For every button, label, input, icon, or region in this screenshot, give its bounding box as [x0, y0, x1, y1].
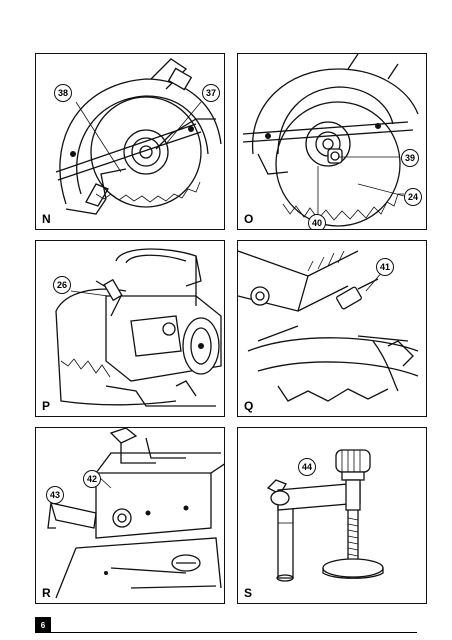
figure-panel-n: 38 37 N	[35, 53, 225, 230]
callout-38: 38	[54, 84, 72, 102]
panel-label-s: S	[244, 586, 253, 600]
figure-panel-s: 44 S	[237, 427, 427, 604]
saw-blade-removal-illustration	[242, 54, 419, 227]
callout-41: 41	[376, 258, 394, 276]
callout-40: 40	[308, 214, 326, 229]
footer-rule	[35, 632, 417, 633]
depth-adjust-screw-illustration	[238, 250, 419, 402]
fence-lever-illustration	[47, 428, 224, 599]
panel-label-o: O	[244, 212, 254, 226]
callout-39: 39	[401, 149, 419, 167]
panel-label-q: Q	[244, 399, 254, 413]
callout-24: 24	[404, 188, 422, 206]
figure-panel-p: 26 P	[35, 240, 225, 417]
callout-44: 44	[298, 458, 316, 476]
figure-panel-o: 39 24 40 O	[237, 53, 427, 230]
figure-panel-r: 42 43 R	[35, 427, 225, 604]
page-number: 6	[35, 617, 51, 633]
panel-label-p: P	[42, 399, 51, 413]
saw-blade-guard-illustration	[55, 58, 222, 215]
motor-head-lock-illustration	[55, 248, 222, 407]
callout-43: 43	[46, 486, 64, 504]
callout-26: 26	[53, 276, 71, 294]
figure-panel-q: 41 Q	[237, 240, 427, 417]
clamp-illustration	[266, 449, 384, 582]
panel-label-r: R	[42, 586, 51, 600]
callout-42: 42	[83, 470, 101, 488]
panel-label-n: N	[42, 212, 51, 226]
callout-37: 37	[202, 84, 220, 102]
